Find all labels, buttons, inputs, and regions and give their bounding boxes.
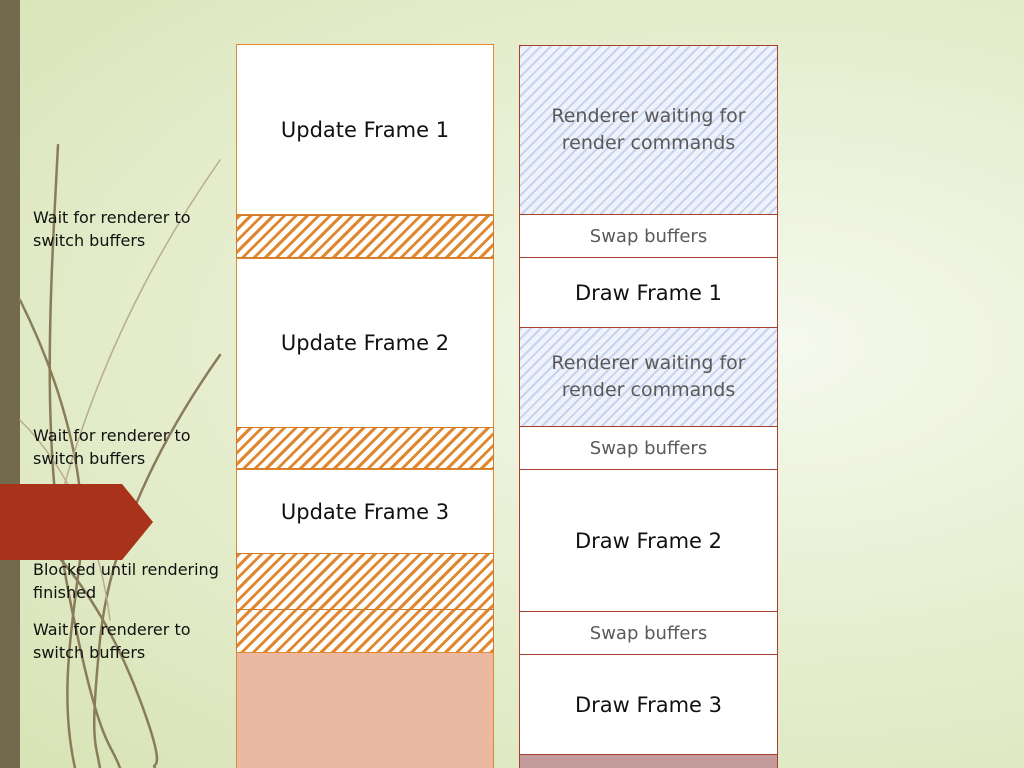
draw-frame-3-label: Draw Frame 3 [575, 692, 722, 717]
swap-buffers-3-label: Swap buffers [589, 622, 708, 644]
swap-buffers-2-label: Swap buffers [589, 437, 708, 459]
draw-frame-2-label: Draw Frame 2 [575, 528, 722, 553]
note-wait-1: Wait for renderer to switch buffers [33, 208, 191, 250]
wait-hatch-block-1 [236, 215, 494, 258]
update-frame-2-block: Update Frame 2 [236, 258, 494, 428]
wait-hatch-block-3 [236, 609, 494, 653]
update-frame-3-label: Update Frame 3 [280, 499, 450, 524]
update-frame-3-block: Update Frame 3 [236, 469, 494, 554]
draw-frame-1-label: Draw Frame 1 [575, 280, 722, 305]
note-wait-2: Wait for renderer to switch buffers [33, 426, 191, 468]
update-frame-2-label: Update Frame 2 [280, 331, 450, 355]
swap-buffers-block-1: Swap buffers [519, 214, 778, 258]
next-render-block [519, 754, 778, 768]
swap-buffers-block-3: Swap buffers [519, 611, 778, 655]
note-blocked: Blocked until rendering finished [33, 560, 219, 602]
left-decorative-bar [0, 0, 20, 768]
draw-frame-3-block: Draw Frame 3 [519, 654, 778, 755]
wait-hatch-block-2 [236, 427, 494, 469]
draw-frame-2-block: Draw Frame 2 [519, 469, 778, 612]
swap-buffers-block-2: Swap buffers [519, 426, 778, 470]
draw-frame-1-block: Draw Frame 1 [519, 257, 778, 328]
renderer-waiting-block-1: Renderer waiting for render commands [519, 45, 778, 215]
renderer-waiting-block-2: Renderer waiting for render commands [519, 327, 778, 427]
update-frame-1-label: Update Frame 1 [280, 117, 450, 142]
renderer-waiting-2-label: Renderer waiting for render commands [551, 352, 746, 401]
swap-buffers-1-label: Swap buffers [589, 225, 708, 247]
renderer-waiting-1-label: Renderer waiting for render commands [551, 105, 746, 154]
blocked-hatch-block [236, 553, 494, 610]
next-update-block [236, 652, 494, 768]
update-frame-1-block: Update Frame 1 [236, 44, 494, 215]
red-arrow-tab [0, 484, 153, 560]
note-wait-3: Wait for renderer to switch buffers [33, 620, 191, 662]
